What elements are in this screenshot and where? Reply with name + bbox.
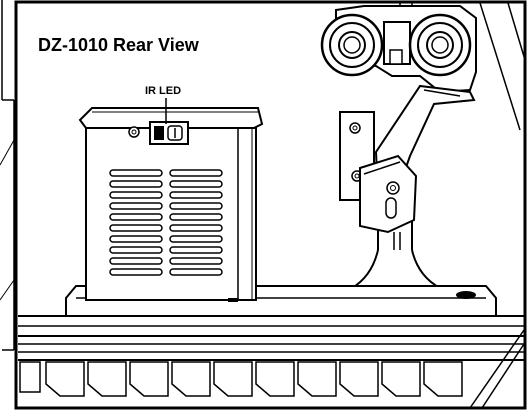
swivel-clamp bbox=[359, 154, 418, 234]
diagram-title: DZ-1010 Rear View bbox=[38, 35, 200, 55]
roller-assembly bbox=[320, 5, 477, 94]
vent-grille bbox=[109, 169, 223, 276]
ir-led-label: IR LED bbox=[145, 85, 181, 97]
left-cabinet-edge bbox=[0, 0, 15, 351]
diagram-frame bbox=[14, 0, 527, 410]
ir-led-enclosure bbox=[78, 107, 264, 302]
ir-led-window bbox=[149, 121, 189, 145]
ir-led-callout: IR LED bbox=[145, 85, 181, 124]
floor-rail bbox=[18, 285, 525, 409]
rail-teeth bbox=[19, 361, 463, 397]
right-roller-wheel bbox=[408, 13, 472, 77]
left-roller-wheel bbox=[320, 13, 384, 77]
